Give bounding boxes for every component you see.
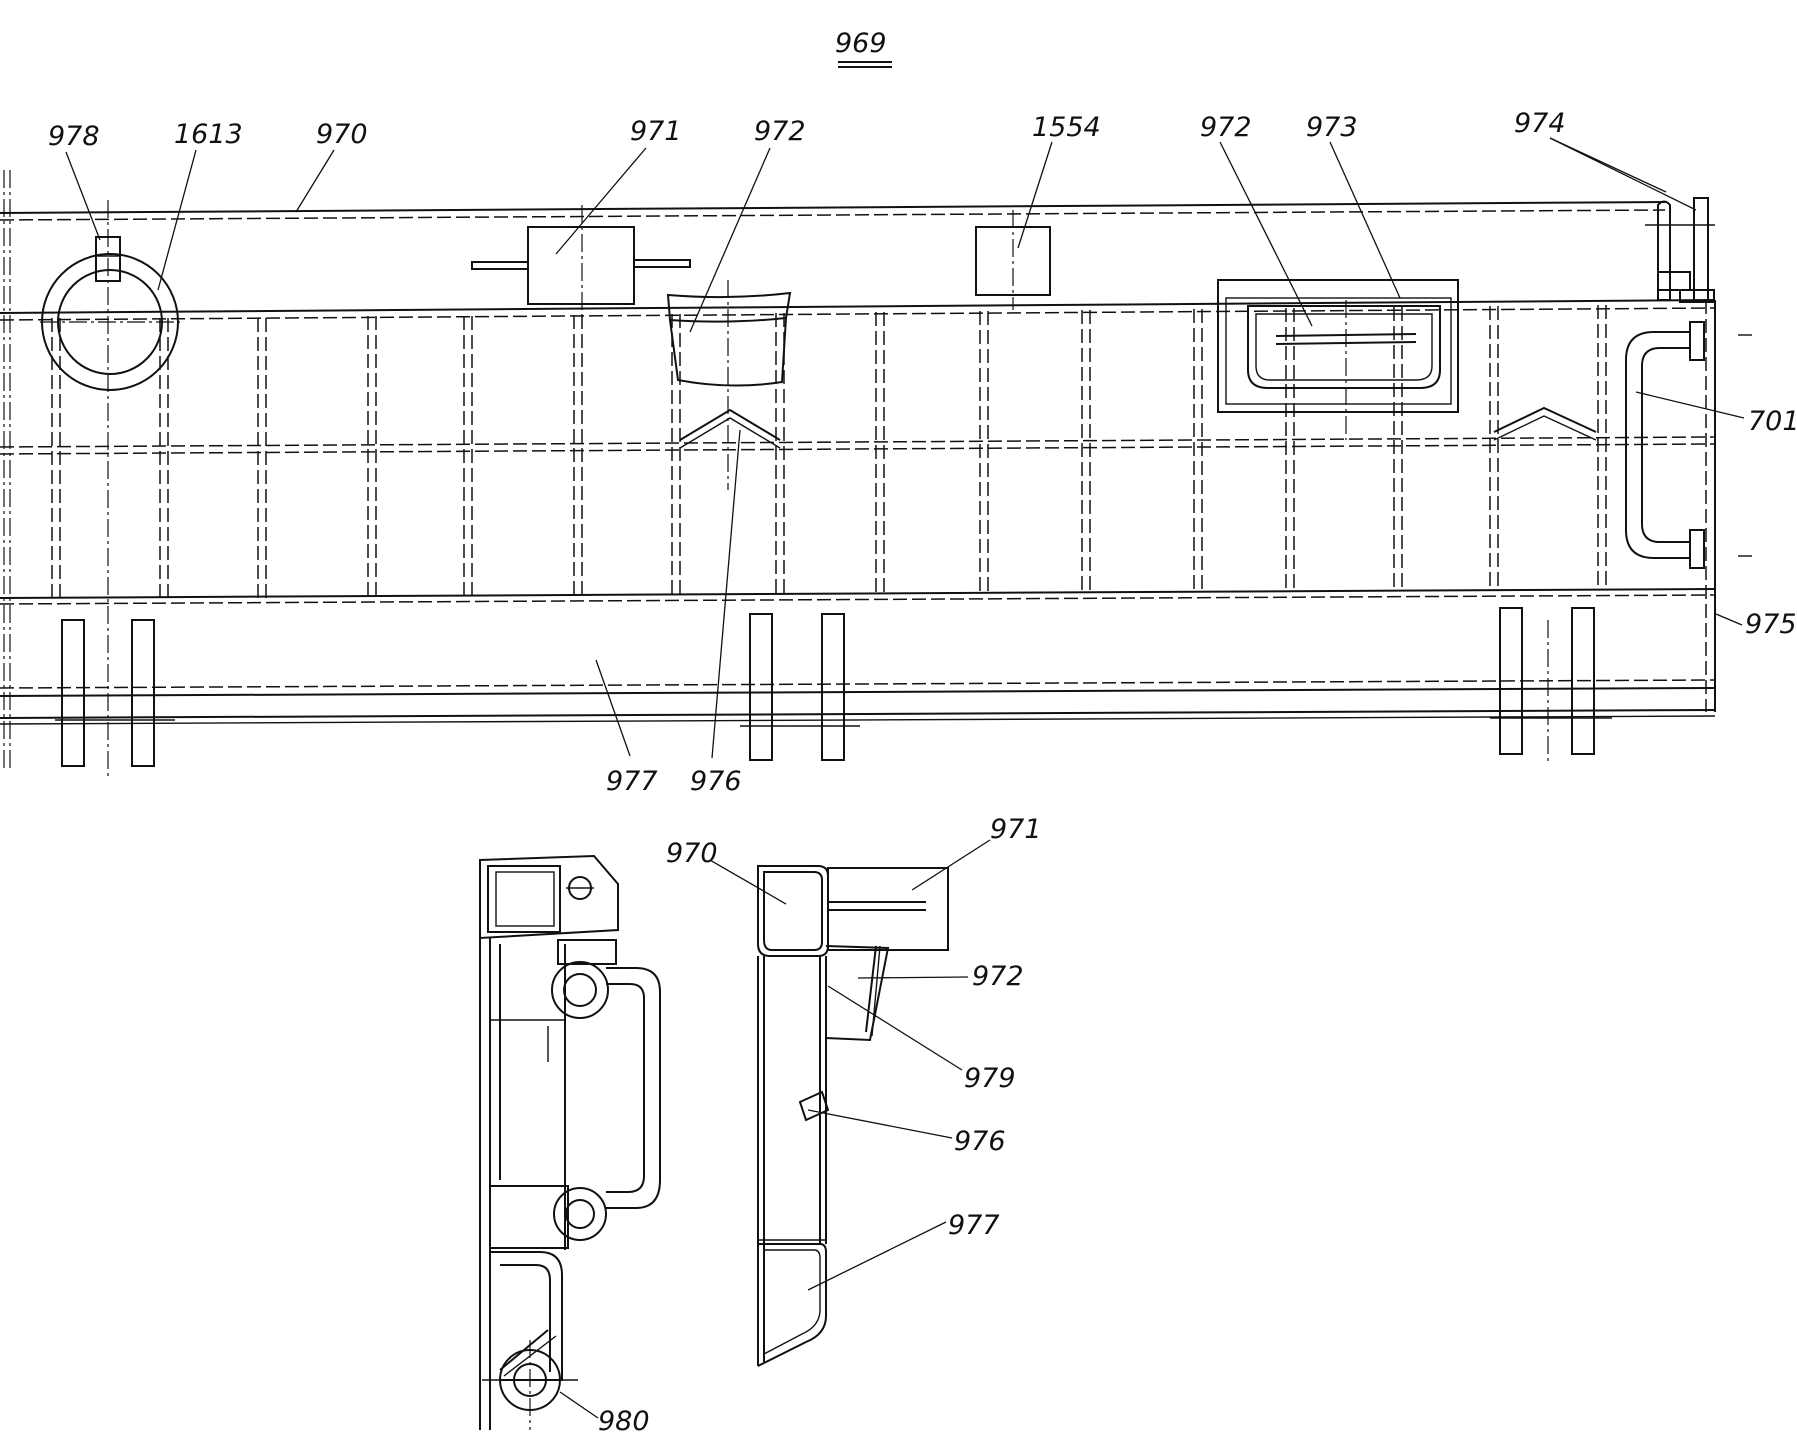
section-callout-971: 971 [990,814,1042,845]
callout-977: 977 [606,766,658,797]
handle-701 [1625,321,1752,569]
callout-970: 970 [316,119,368,150]
callout-972-b: 972 [1200,112,1252,143]
lifting-ring [40,200,180,780]
box-972-973 [1217,279,1459,440]
callout-701: 701 [1748,406,1797,437]
callout-1554: 1554 [1032,112,1101,143]
fitting-974 [1645,197,1715,303]
bottom-bars [55,607,1612,767]
callout-978: 978 [48,121,100,152]
callout-976: 976 [690,766,742,797]
figure-title: 969 [835,28,887,59]
elevation-view [0,170,1752,780]
section-callouts: 970 971 972 979 976 977 980 [559,814,1042,1434]
callout-975: 975 [1745,609,1797,640]
section-callout-972: 972 [972,961,1024,992]
section-callout-976: 976 [954,1126,1006,1157]
callout-1613: 1613 [174,119,243,150]
block-971 [471,205,691,320]
callout-973: 973 [1306,112,1358,143]
plate-972-left [666,280,792,490]
callout-972-a: 972 [754,116,806,147]
cross-section-view [757,865,949,1367]
chevron-right [1493,406,1597,433]
block-1554 [975,210,1051,310]
chevron-right-inner [1493,415,1597,441]
side-detail-view [479,854,661,1430]
section-callout-977: 977 [948,1210,1000,1241]
section-callout-970: 970 [666,838,718,869]
callout-974: 974 [1514,108,1566,139]
section-callout-979: 979 [964,1063,1016,1094]
elevation-callouts: 978 1613 970 971 972 1554 972 973 974 70… [48,108,1797,797]
callout-971: 971 [630,116,682,147]
section-callout-980: 980 [598,1406,650,1434]
